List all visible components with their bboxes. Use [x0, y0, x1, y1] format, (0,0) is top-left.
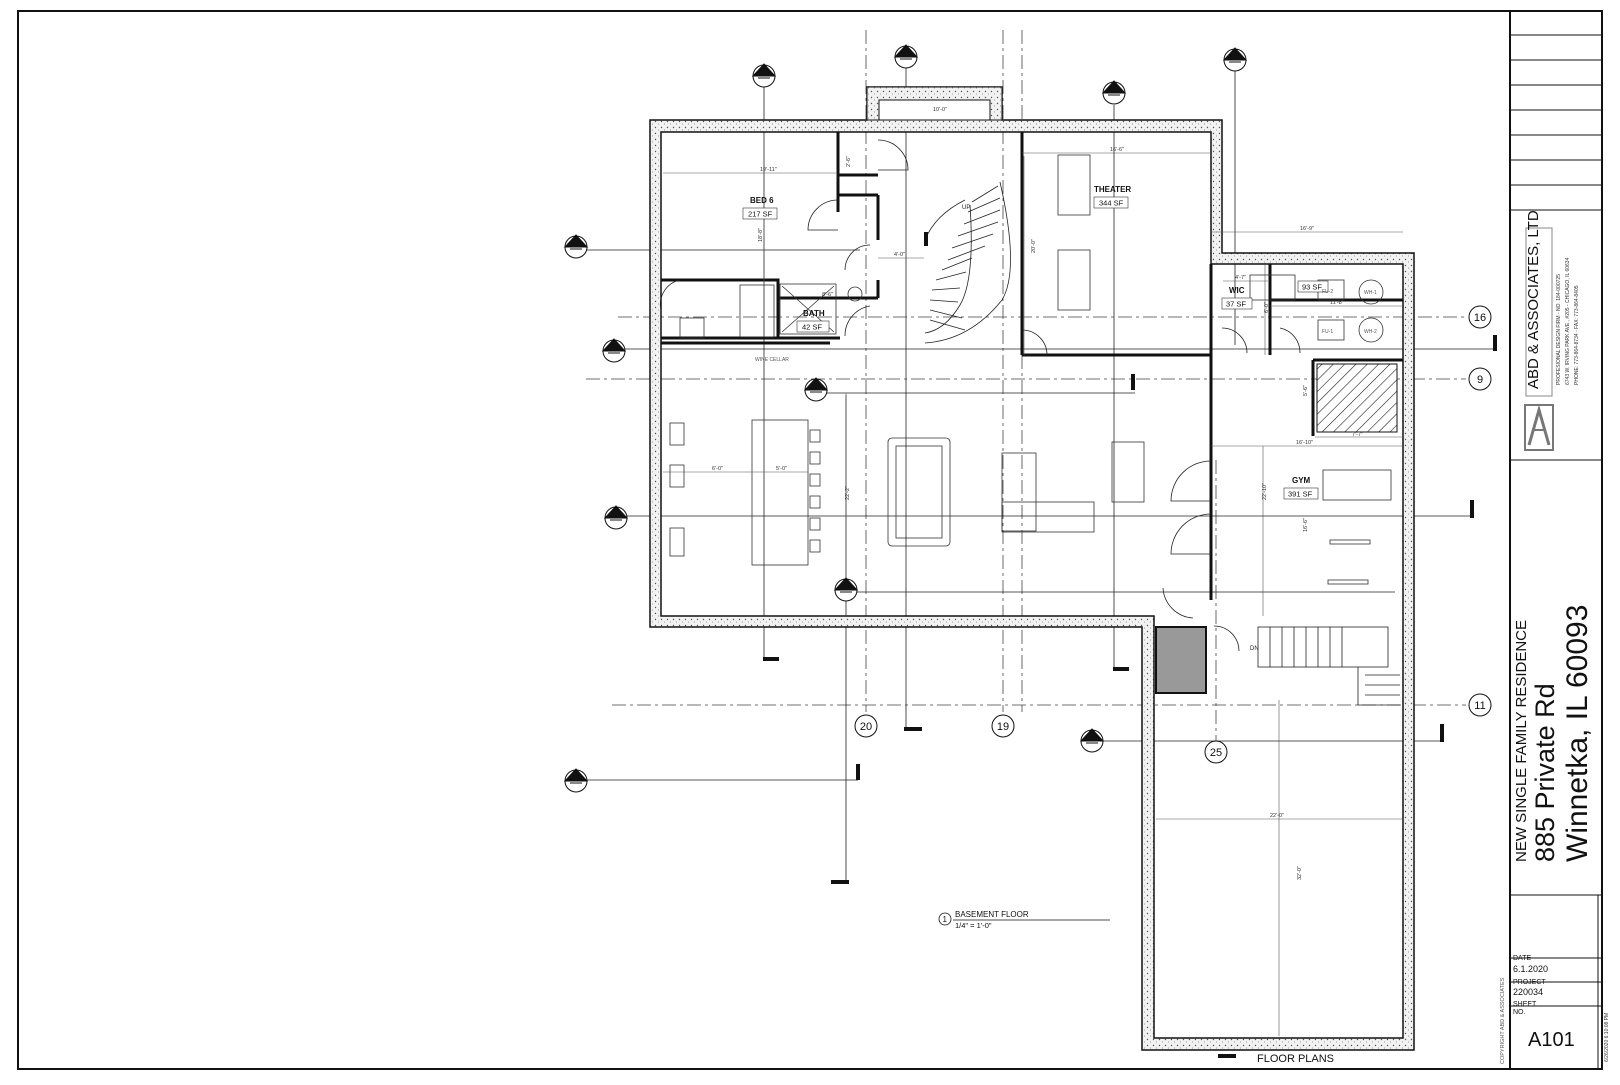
room-name-gym: GYM [1292, 476, 1311, 485]
dim-gym-depth-2: 16'-6" [1303, 518, 1309, 532]
view-scale: 1/4" = 1'-0" [955, 921, 992, 930]
dim-mech-depth: 11'-8" [1330, 300, 1344, 306]
elevation-markers [563, 44, 1248, 793]
room-area-gym: 391 SF [1288, 490, 1313, 499]
dim-wic-width: 4'-7" [1235, 275, 1246, 281]
copyright-note: COPYRIGHT ABD & ASSOCIATES [1500, 977, 1506, 1064]
project-type: NEW SINGLE FAMILY RESIDENCE [1513, 620, 1530, 862]
sheet-label-2: NO. [1513, 1009, 1526, 1016]
window-well-opening [878, 99, 991, 121]
firm-line-2: 6743 W. IRVING PARK AVE., #205 - CHICAGO… [1565, 257, 1571, 385]
stair-up-label: UP [962, 205, 970, 211]
stair-down-label: DN [1250, 646, 1259, 652]
sheet-number: A101 [1528, 1029, 1575, 1051]
project-value: 220034 [1513, 987, 1543, 997]
equip-wh2: WH-2 [1364, 329, 1377, 335]
address-line-1: 885 Private Rd [1530, 683, 1560, 862]
view-title-text: BASEMENT FLOOR [955, 910, 1029, 919]
room-name-wic: WIC [1229, 286, 1245, 295]
dim-hatched: 7'-7" [1352, 432, 1363, 438]
dim-rec-depth: 22'-2" [845, 486, 851, 500]
firm-logo [1524, 227, 1554, 451]
sheet-caption: FLOOR PLANS [1257, 1053, 1334, 1065]
dim-bed-depth: 18'-8" [758, 228, 764, 242]
dimension-lines [663, 152, 1403, 1036]
project-label: PROJECT [1513, 979, 1546, 986]
storage-box [1155, 626, 1207, 694]
sheet-border [17, 10, 1603, 1070]
room-name-bed6: BED 6 [750, 196, 774, 205]
equip-fu1: FU-1 [1322, 329, 1333, 335]
firm-line-1: PROFESIONAL DESIGN FIRM - NO. 184-000725 [1556, 274, 1562, 385]
dim-hatched-depth: 5'-6" [1303, 385, 1309, 396]
date-value: 6.1.2020 [1513, 964, 1548, 974]
sheet-label: SHEET [1513, 1001, 1537, 1008]
grid-label-25: 25 [1210, 747, 1222, 759]
dim-gym-width: 16'-10" [1296, 440, 1313, 446]
dim-gym-depth: 22'-10" [1262, 483, 1268, 500]
dim-hall: 4'-0" [894, 252, 905, 258]
room-area-bed6: 217 SF [748, 210, 773, 219]
firm-line-3: PHONE: 773-864-8734 - FAX: 773-864-8405 [1574, 285, 1580, 385]
dim-window-well: 10'-0" [933, 107, 947, 113]
address-line-2: Winnetka, IL 60093 [1561, 604, 1594, 862]
grid-label-11: 11 [1474, 700, 1485, 712]
firm-name: ABD & ASSOCIATES, LTD [1525, 210, 1542, 389]
date-label: DATE [1513, 955, 1531, 962]
view-title: 1 BASEMENT FLOOR 1/4" = 1'-0" [938, 910, 1110, 930]
room-name-bath: BATH [803, 309, 825, 318]
dim-bath: 8'-6" [822, 292, 833, 298]
dim-bed-width: 19'-11" [760, 167, 777, 173]
dim-bar-offset: 6'-0" [712, 466, 723, 472]
furniture [669, 154, 1392, 585]
dim-closet-depth: 2'-6" [846, 156, 852, 167]
dim-garage-width: 22'-0" [1270, 813, 1284, 819]
section-ticks [763, 232, 1497, 1058]
curved-stair [924, 181, 1011, 344]
room-name-theater: THEATER [1094, 185, 1131, 194]
dim-bar: 5'-0" [776, 466, 787, 472]
straight-stair [1257, 626, 1400, 706]
room-area-bath: 42 SF [802, 323, 822, 332]
dim-garage-depth: 32'-0" [1297, 866, 1303, 880]
dim-theater-width: 16'-6" [1110, 147, 1124, 153]
equip-fu2: FU-2 [1322, 289, 1333, 295]
grid-label-16: 16 [1474, 312, 1486, 324]
dim-mech-width: 16'-9" [1300, 226, 1314, 232]
grid-bubbles [854, 305, 1492, 764]
hatched-area [1316, 363, 1398, 433]
room-area-theater: 344 SF [1099, 199, 1124, 208]
print-timestamp: 6/26/2020 6:10:08 PM [1604, 1012, 1610, 1062]
room-name-wine-cellar: WINE CELLAR [755, 357, 789, 363]
door-swings [660, 139, 1301, 652]
equip-wh1: WH-1 [1364, 290, 1377, 296]
dim-wic-depth: 6'-0" [1264, 302, 1270, 313]
grid-label-19: 19 [997, 721, 1009, 733]
grid-label-20: 20 [860, 721, 872, 733]
dim-theater-depth: 20'-0" [1031, 239, 1037, 253]
grid-label-9: 9 [1477, 374, 1483, 386]
title-block-grid [1509, 34, 1602, 1069]
view-number: 1 [943, 915, 948, 924]
room-area-mech: 93 SF [1302, 283, 1322, 292]
reference-lines [574, 65, 1497, 880]
room-area-wic: 37 SF [1226, 300, 1246, 309]
